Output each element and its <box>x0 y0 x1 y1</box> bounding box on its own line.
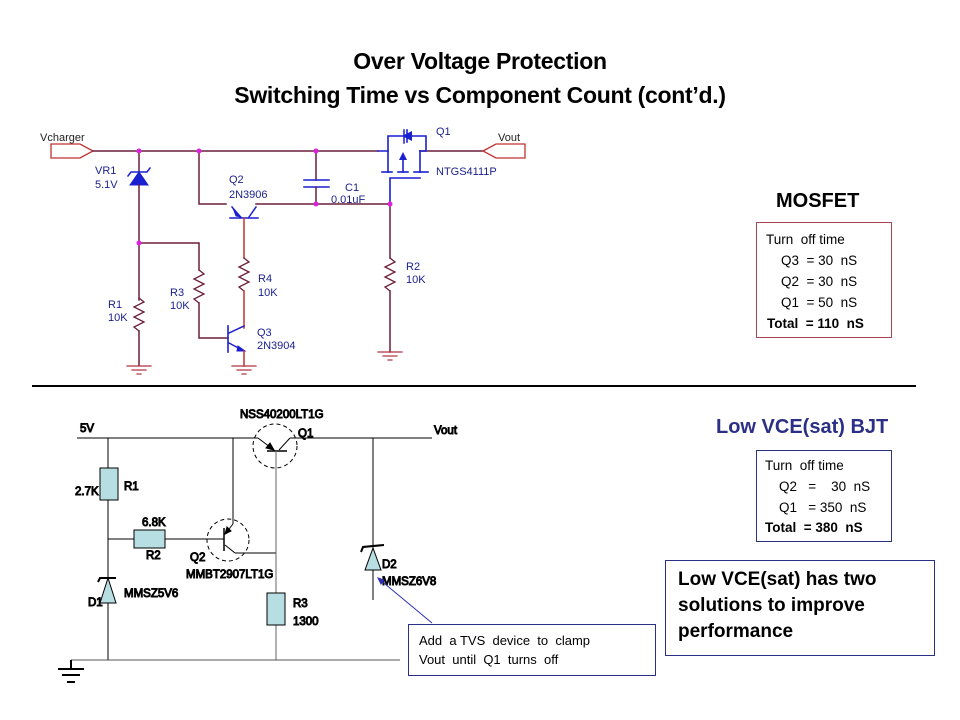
r1-value: 10K <box>108 312 128 324</box>
resistor-r2-bottom-icon <box>133 529 166 549</box>
r3-bottom-ref: R3 <box>293 598 308 610</box>
slide-title-line2: Switching Time vs Component Count (cont’… <box>234 82 726 108</box>
tvs-note-box: Add a TVS device to clamp Vout until Q1 … <box>408 624 656 676</box>
ground-r2-icon <box>377 351 403 361</box>
vcharger-label: Vcharger <box>40 132 85 144</box>
resistor-r3-bottom-icon <box>266 592 286 626</box>
c1-value: 0.01uF <box>331 194 366 206</box>
ground-q3-icon <box>231 365 257 375</box>
mosfet-row-q2: Q2 = 30 nS <box>781 274 858 289</box>
summary-line2: solutions to improve <box>678 595 865 616</box>
r3-q3-base-wire <box>198 302 229 339</box>
tvs-callout-arrowhead-icon <box>377 577 385 585</box>
d1-value: MMSZ5V6 <box>124 588 178 600</box>
r1-bottom-ref: R1 <box>124 481 139 493</box>
ground-bottom-icon <box>58 660 84 683</box>
mosfet-body-diode-icon <box>402 131 412 141</box>
q2-emitter-arrow-icon <box>232 207 243 218</box>
section-divider <box>32 385 916 387</box>
mosfet-timing-box: Turn off time Q3 = 30 nS Q2 = 30 nS Q1 =… <box>756 222 892 338</box>
mosfet-q1-icon <box>377 129 429 205</box>
tvs-callout-arrow <box>378 578 433 624</box>
mosfet-row-q1: Q1 = 50 nS <box>781 295 858 310</box>
zener-d1-bar <box>97 577 116 583</box>
d2-value: MMSZ6V8 <box>382 576 436 588</box>
r3-bottom-value: 1300 <box>293 616 319 628</box>
resistor-r4-icon <box>237 257 251 292</box>
resistor-r2-icon <box>383 257 397 292</box>
supply-5v-label: 5V <box>80 423 94 435</box>
zener-vr1-bar <box>126 166 152 178</box>
r3-feed-wire <box>138 242 200 271</box>
vout-top-label: Vout <box>498 132 520 144</box>
zener-vr1-icon <box>129 171 149 186</box>
q1-bottom-collector-lead <box>278 437 291 451</box>
mosfet-circuit: Vcharger Vout VR1 5.1V R1 10K Q2 2 <box>40 126 526 375</box>
q2-bottom-emitter-arrow-icon <box>224 526 232 535</box>
r2-bottom-ref: R2 <box>146 550 161 562</box>
q3-emitter-arrow-icon <box>236 345 247 352</box>
q1-bottom-outline <box>252 423 298 469</box>
resistor-r1-icon <box>132 297 146 332</box>
q1-bottom-value: NSS40200LT1G <box>240 409 324 421</box>
input-port-flag <box>50 143 95 159</box>
r2-value: 10K <box>406 274 426 286</box>
bjt-circuit: 5V Vout R1 2.7K 6.8K R2 D1 MMSZ5V6 Q2 MM <box>58 409 458 683</box>
vr1-value: 5.1V <box>95 179 118 191</box>
vr1-ref: VR1 <box>95 165 116 177</box>
r2-ref: R2 <box>406 261 420 273</box>
q2-bottom-ref: Q2 <box>190 552 205 564</box>
r3-value: 10K <box>170 300 190 312</box>
zener-d2-icon <box>364 546 382 571</box>
bjt-heading: Low VCE(sat) BJT <box>716 416 889 438</box>
q3-ref: Q3 <box>257 327 272 339</box>
vcharger-port <box>50 143 95 159</box>
slide-title-line1: Over Voltage Protection <box>353 48 607 74</box>
output-port-flag <box>481 143 526 159</box>
q2-bottom-value: MMBT2907LT1G <box>186 569 273 581</box>
q1-value: NTGS4111P <box>436 166 497 178</box>
bjt-row-q1: Q1 = 350 nS <box>779 500 867 515</box>
ground-r1-icon <box>126 365 152 375</box>
q2-value: 2N3906 <box>229 189 268 201</box>
summary-note-box: Low VCE(sat) has two solutions to improv… <box>665 560 935 656</box>
mosfet-heading: MOSFET <box>776 190 860 212</box>
r1-bottom-value: 2.7K <box>75 486 99 498</box>
bjt-box-title: Turn off time <box>765 458 844 473</box>
vout-bottom-label: Vout <box>434 425 458 437</box>
summary-line3: performance <box>678 621 794 642</box>
bjt-total: Total = 380 nS <box>765 520 863 535</box>
tvs-note-line1: Add a TVS device to clamp <box>419 633 591 648</box>
resistor-r3-icon <box>192 269 206 304</box>
mosfet-box-title: Turn off time <box>766 232 845 247</box>
q1-bottom-emitter-arrow-icon <box>265 442 276 451</box>
zener-d2-bar <box>360 544 385 553</box>
bjt-row-q2: Q2 = 30 nS <box>779 479 871 494</box>
tvs-note-line2: Vout until Q1 turns off <box>419 652 559 667</box>
mosfet-row-q3: Q3 = 30 nS <box>781 253 858 268</box>
d1-ref: D1 <box>88 597 103 609</box>
bjt-timing-box: Turn off time Q2 = 30 nS Q1 = 350 nS Tot… <box>756 450 892 542</box>
r2-bottom-value: 6.8K <box>142 517 166 529</box>
r4-ref: R4 <box>258 273 272 285</box>
summary-line1: Low VCE(sat) has two <box>678 569 877 590</box>
q3-value: 2N3904 <box>257 340 296 352</box>
q2-emitter-wire <box>198 150 227 205</box>
resistor-r1-bottom-icon <box>99 467 119 501</box>
mosfet-total: Total = 110 nS <box>767 316 864 331</box>
q1-bottom-ref: Q1 <box>298 428 313 440</box>
r1-ref: R1 <box>108 299 122 311</box>
q2-ref: Q2 <box>229 174 244 186</box>
c1-ref: C1 <box>345 182 359 194</box>
q2-bottom-collector-lead <box>224 544 236 554</box>
q1-ref: Q1 <box>436 126 451 138</box>
r4-value: 10K <box>258 287 278 299</box>
q2-bottom-outline <box>206 518 250 562</box>
d2-ref: D2 <box>382 559 397 571</box>
r3-ref: R3 <box>170 287 184 299</box>
junction-dots <box>136 148 393 246</box>
mosfet-body-arrow-icon <box>399 152 407 160</box>
q2-collector-lead <box>247 205 258 219</box>
q3-collector-lead <box>228 325 245 334</box>
